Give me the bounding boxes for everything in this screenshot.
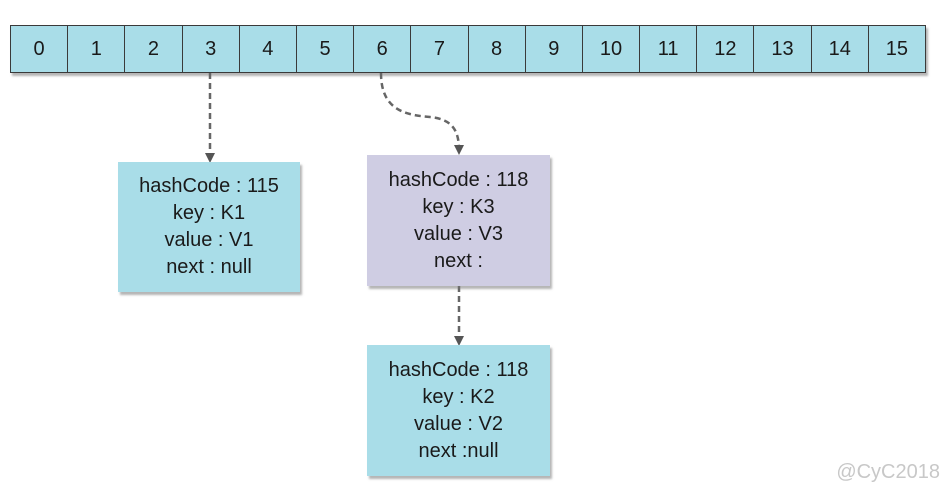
array-cell-13: 13 [754,26,812,72]
array-cell-2: 2 [125,26,183,72]
entry-value: value : V2 [414,412,503,435]
array-cell-6: 6 [354,26,412,72]
entry-node-k1: hashCode : 115 key : K1 value : V1 next … [118,162,300,292]
array-cell-11: 11 [640,26,698,72]
entry-key: key : K3 [422,195,495,218]
watermark: @CyC2018 [836,461,940,483]
entry-value: value : V1 [164,229,254,251]
entry-next: next : null [166,256,252,278]
entry-node-k2: hashCode : 118 key : K2 value : V2 next … [367,345,550,476]
entry-next: next :null [418,439,499,462]
array-cell-3: 3 [183,26,240,72]
array-cell-14: 14 [812,26,869,72]
array-cell-15: 15 [885,37,909,60]
array-cell-10: 10 [583,26,641,72]
array-cell-8: 8 [469,26,526,72]
array-cell-1: 1 [68,26,126,72]
arrow-cell6-to-k3 [379,72,464,155]
entry-hashcode: hashCode : 118 [388,358,529,381]
array-cell-7: 7 [411,26,469,72]
entry-value: value : V3 [414,222,503,245]
entry-hashcode: hashCode : 115 [139,175,279,197]
array-cell-5: 5 [297,26,355,72]
entry-next: next : [434,249,483,272]
entry-key: key : K1 [172,202,246,224]
array-cell-9: 9 [526,26,583,72]
array-cell-4: 4 [240,26,297,72]
array-cell-0: 0 [11,26,69,72]
array-cell-12: 12 [697,26,755,72]
entry-node-k3: hashCode : 118 key : K3 value : V3 next … [367,155,550,286]
hash-table-array: 0 1 2 3 4 5 6 7 8 9 10 11 12 13 14 15 [10,25,926,73]
entry-key: key : K2 [422,385,495,408]
entry-hashcode: hashCode : 118 [388,168,529,191]
